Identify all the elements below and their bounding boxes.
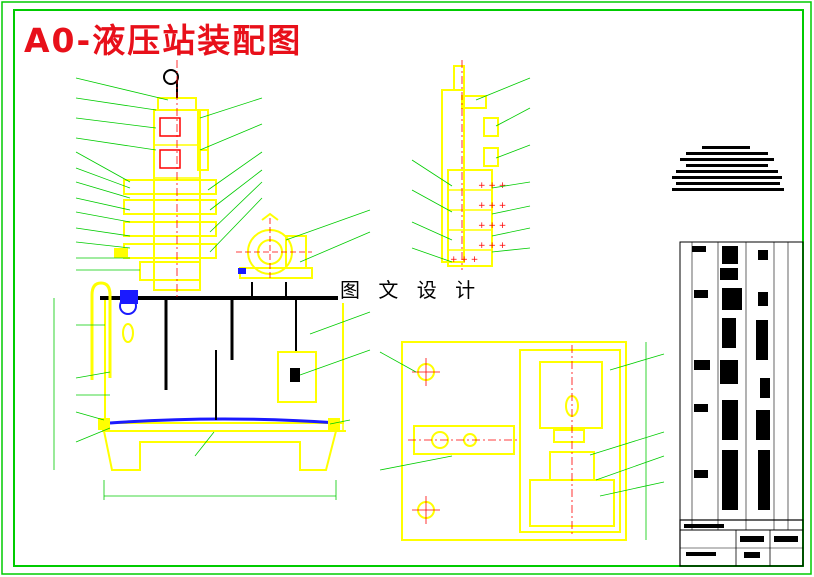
front-view bbox=[90, 60, 348, 471]
svg-text:+ + +: + + + bbox=[478, 201, 506, 211]
tech-notes bbox=[672, 146, 784, 191]
svg-text:+ + +: + + + bbox=[478, 241, 506, 251]
title-block bbox=[679, 519, 804, 567]
svg-text:+ + +: + + + bbox=[478, 181, 506, 191]
tank-body bbox=[104, 297, 344, 424]
tank-base bbox=[103, 430, 337, 471]
leader-lines-right bbox=[194, 97, 371, 457]
pressure-gauge bbox=[163, 69, 179, 85]
parts-list bbox=[679, 241, 804, 531]
svg-text:+ + +: + + + bbox=[478, 221, 506, 231]
drawing-title: A0-液压站装配图 bbox=[24, 21, 303, 60]
top-view-leaders bbox=[379, 342, 665, 540]
filter bbox=[277, 351, 317, 403]
side-view: + + + + + + + + + + + + + + + bbox=[441, 60, 506, 270]
side-view-leaders bbox=[411, 77, 531, 263]
watermark-text: 图 文 设 计 bbox=[338, 274, 484, 303]
svg-text:+ + +: + + + bbox=[450, 255, 478, 265]
top-view bbox=[401, 341, 627, 541]
leader-lines-left bbox=[75, 77, 169, 443]
